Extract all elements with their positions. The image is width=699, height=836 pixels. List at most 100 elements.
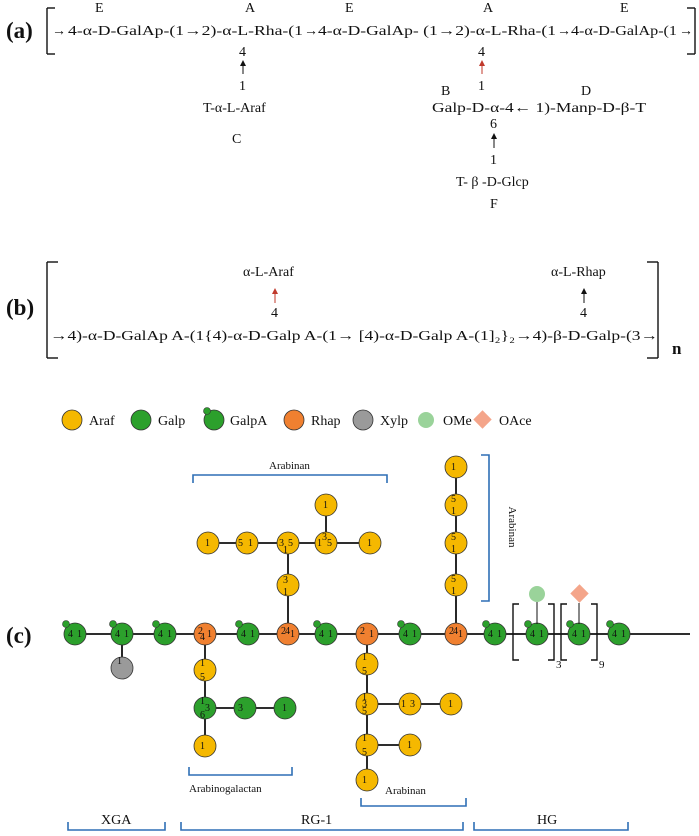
residue-rhap xyxy=(355,622,379,646)
linkage-number: 4 xyxy=(285,626,290,637)
linkage-number: 4 xyxy=(319,629,324,640)
bracket-arabinan-top xyxy=(192,474,388,483)
linkage-number: 4 xyxy=(241,629,246,640)
bracket-arabinan-side xyxy=(481,454,490,602)
linkage-number: 1 xyxy=(77,629,82,640)
linkage-number: 1 xyxy=(200,696,205,707)
residue-araf xyxy=(276,573,300,597)
region-label-rg1: RG-1 xyxy=(301,813,332,828)
linkage-number: 5 xyxy=(238,538,243,549)
b-branch-left-residue: α-L-Araf xyxy=(243,265,294,280)
uronic-acid-marker xyxy=(109,620,117,628)
linkage-number: 2 xyxy=(281,626,286,637)
legend-galpa-symbol xyxy=(203,409,225,431)
linkage-number: 1 xyxy=(497,629,502,640)
residue-araf xyxy=(314,493,338,517)
uronic-acid-marker xyxy=(482,620,490,628)
region-label-hg: HG xyxy=(537,813,557,828)
linkage-number: 3 xyxy=(410,699,415,710)
linkage-number: 1 xyxy=(451,506,456,517)
linkage-number: 1 xyxy=(367,538,372,549)
linkage-number: 1 xyxy=(283,545,288,556)
linkage-number: 1 xyxy=(250,629,255,640)
linkage-number: 1 xyxy=(290,629,295,640)
linkage-number: 1 xyxy=(407,740,412,751)
linkage-number: 2 xyxy=(360,626,365,637)
b-branch-right-residue: α-L-Rhap xyxy=(551,265,606,280)
branch1-linkage-4: 4 xyxy=(239,45,246,60)
residue-araf xyxy=(444,573,468,597)
linkage-number: 1 xyxy=(362,652,367,663)
residue-galp xyxy=(398,622,422,646)
uronic-acid-marker xyxy=(524,620,532,628)
linkage-number: 1 xyxy=(451,544,456,555)
oace-substituent xyxy=(570,584,589,603)
linkage-number: 4 xyxy=(115,629,120,640)
linkage-number: 1 xyxy=(581,629,586,640)
label-arabinogalactan: Arabinogalactan xyxy=(189,783,262,795)
residue-araf xyxy=(235,531,259,555)
residue-galp xyxy=(273,696,297,720)
branch2-sub-linkage-6: 6 xyxy=(490,117,497,132)
backbone-segment-1: 4-α-D-GalAp-(1→2)-α-L-Rha-(1 xyxy=(68,24,303,39)
backbone-end-arrow: → xyxy=(679,24,693,39)
letter-F: F xyxy=(490,197,498,212)
linkage-number: 1 xyxy=(167,629,172,640)
linkage-number: 4 xyxy=(158,629,163,640)
letter-C: C xyxy=(232,132,241,147)
legend-xylp-symbol xyxy=(352,409,374,431)
linkage-number: 3 xyxy=(362,699,367,710)
linkage-number: 5 xyxy=(288,538,293,549)
legend-oace-label: OAce xyxy=(499,414,532,429)
residue-rhap xyxy=(276,622,300,646)
region-label-xga: XGA xyxy=(101,813,132,828)
linkage-number: 1 xyxy=(200,658,205,669)
linkage-number: 1 xyxy=(117,656,122,667)
backbone-segment-2: 4-α-D-GalAp- (1→2)-α-L-Rha-(1 xyxy=(318,24,556,39)
backbone-arrow-1: → xyxy=(304,24,318,39)
legend-rhap-label: Rhap xyxy=(311,414,341,429)
panel-label-c: (c) xyxy=(6,623,32,648)
linkage-number: 2 xyxy=(198,626,203,637)
residue-araf xyxy=(398,692,422,716)
linkage-number: 1 xyxy=(205,538,210,549)
bracket-arabinogalactan xyxy=(188,767,293,776)
bracket-arabinan-bottom xyxy=(360,798,467,807)
residue-galp xyxy=(236,622,260,646)
linkage-number: 1 xyxy=(124,629,129,640)
linkage-number: 1 xyxy=(362,733,367,744)
linkage-number: 1 xyxy=(328,629,333,640)
residue-galp xyxy=(483,622,507,646)
residue-galp xyxy=(193,696,217,720)
linkage-number: 4 xyxy=(68,629,73,640)
ome-substituent xyxy=(529,586,545,602)
branch1-linkage-1: 1 xyxy=(239,79,246,94)
linkage-number: 1 xyxy=(323,500,328,511)
legend-galp-symbol xyxy=(130,409,152,431)
residue-araf xyxy=(276,531,300,555)
legend-ome-label: OMe xyxy=(443,414,472,429)
backbone-start-arrow: → xyxy=(52,24,66,39)
b-repeat-n: n xyxy=(672,339,682,358)
legend-galpa-label: GalpA xyxy=(230,414,268,429)
bracket-rg1 xyxy=(180,822,464,831)
letter-B: B xyxy=(441,84,450,99)
branch2-linkage-1: 1 xyxy=(478,79,485,94)
label-arabinan-side: Arabinan xyxy=(506,507,518,548)
uronic-acid-marker xyxy=(606,620,614,628)
linkage-number: 1 xyxy=(200,741,205,752)
backbone-arrow-2: → xyxy=(557,24,571,39)
residue-araf xyxy=(355,768,379,792)
letter-E-2: E xyxy=(345,1,354,16)
residue-araf xyxy=(439,692,463,716)
linkage-number: 1 xyxy=(451,586,456,597)
branch2-sub-residue: T- β -D-Glcp xyxy=(456,175,529,190)
linkage-number: 1 xyxy=(282,703,287,714)
linkage-number: 5 xyxy=(451,494,456,505)
residue-araf xyxy=(355,692,379,716)
linkage-number: 5 xyxy=(327,538,332,549)
branch2-linkage-4: 4 xyxy=(478,45,485,60)
residue-rhap xyxy=(444,622,468,646)
